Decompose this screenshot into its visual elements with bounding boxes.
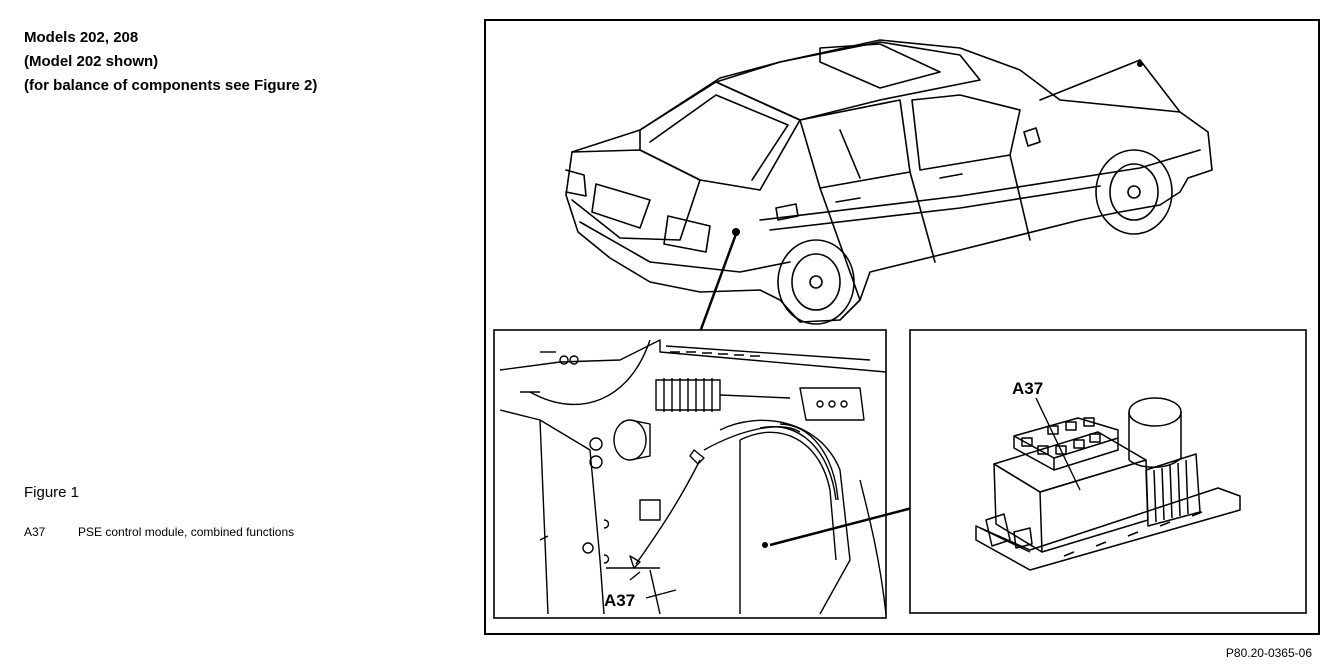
car-illustration: [565, 39, 1213, 325]
pse-module-illustration: [975, 397, 1241, 571]
detail-a37-leader: [645, 589, 677, 599]
model-shown-note: (Model 202 shown): [24, 53, 159, 70]
header-text-block: Models 202, 208 (Model 202 shown) (for b…: [24, 26, 317, 98]
leader-detail-to-module: [769, 506, 913, 547]
component-location-dot: [732, 228, 740, 236]
legend-description: PSE control module, combined functions: [78, 525, 295, 539]
antenna-dot: [1137, 61, 1143, 67]
models-heading: Models 202, 208: [24, 29, 139, 46]
balance-note: (for balance of components see Figure 2): [24, 77, 318, 94]
module-location-dot: [762, 542, 768, 548]
detail-a37-label: A37: [604, 591, 635, 610]
reference-code: P80.20-0365-06: [1225, 646, 1312, 660]
leader-car-to-detail: [698, 233, 738, 333]
trunk-detail-panel: [493, 329, 887, 619]
trunk-detail-illustration: [499, 339, 887, 615]
module-a37-label: A37: [1012, 379, 1043, 398]
figure-label: Figure 1: [24, 484, 80, 501]
outer-frame: [484, 19, 1320, 635]
module-a37-leader: [1035, 397, 1081, 491]
legend-item: A37 PSE control module, combined functio…: [24, 525, 294, 539]
legend-code: A37: [24, 525, 46, 539]
